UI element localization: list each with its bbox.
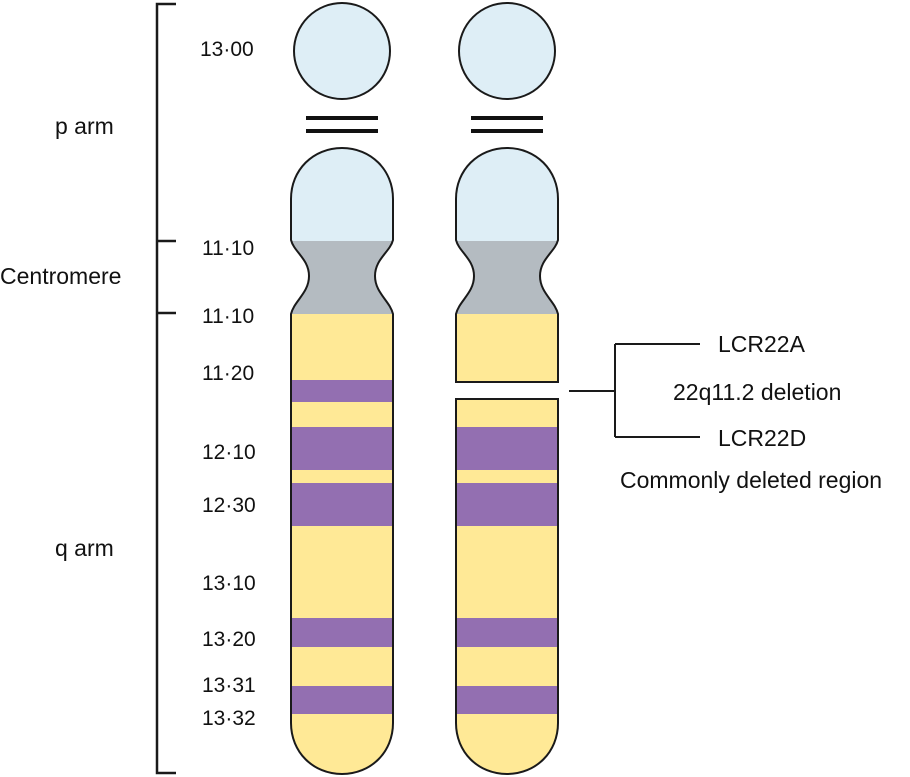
p-arm-region <box>456 148 558 241</box>
band-13-31-dark <box>456 686 558 714</box>
centromere-label: Centromere <box>0 263 121 289</box>
arm-bracket <box>155 2 176 775</box>
band-label-13-31: 13·31 <box>202 674 256 697</box>
band-label-13-32: 13·32 <box>202 707 256 730</box>
lcr22a-label: LCR22A <box>718 331 806 357</box>
band-labels: 13·00 11·10 11·10 11·20 12·10 12·30 13·1… <box>200 38 256 730</box>
p-arm-satellite <box>458 2 556 100</box>
band-12-30-dark <box>291 483 393 526</box>
p-arm-label: p arm <box>55 113 114 139</box>
band-label-13-10: 13·10 <box>202 572 256 595</box>
stalk-marks <box>306 116 378 133</box>
chromosome-outline <box>290 146 394 776</box>
q-arm-upper-region <box>456 314 558 382</box>
band-label-13-00: 13·00 <box>200 38 254 61</box>
band-label-13-20: 13·20 <box>202 628 256 651</box>
band-label-11-20: 11·20 <box>202 362 254 385</box>
band-13-31-dark <box>291 686 393 714</box>
p-arm-region <box>291 148 393 241</box>
band-13-20-dark <box>456 618 558 647</box>
lower-segment-outline <box>455 398 559 776</box>
band-12-10-dark <box>291 427 393 470</box>
q-arm-label: q arm <box>55 535 114 561</box>
band-11-20-dark <box>291 380 393 402</box>
deletion-name-label: 22q11.2 deletion <box>673 379 841 405</box>
deletion-bracket <box>569 343 700 438</box>
band-12-10-dark <box>456 427 558 470</box>
chromosome-normal <box>290 2 394 776</box>
band-label-11-10-centromere-top: 11·10 <box>202 237 254 260</box>
lcr22d-label: LCR22D <box>718 425 806 451</box>
band-13-20-dark <box>291 618 393 647</box>
stalk-marks <box>471 116 543 133</box>
p-arm-satellite <box>293 2 391 100</box>
band-12-30-dark <box>456 483 558 526</box>
band-label-12-30: 12·30 <box>202 494 256 517</box>
band-label-12-10: 12·10 <box>202 441 256 464</box>
centromere-region <box>456 241 558 314</box>
centromere-region <box>291 241 393 314</box>
deleted-region-caption: Commonly deleted region <box>620 467 882 493</box>
upper-segment-outline <box>455 146 559 383</box>
chromosome-deleted <box>455 2 559 776</box>
band-label-11-10-centromere-bottom: 11·10 <box>202 305 254 328</box>
